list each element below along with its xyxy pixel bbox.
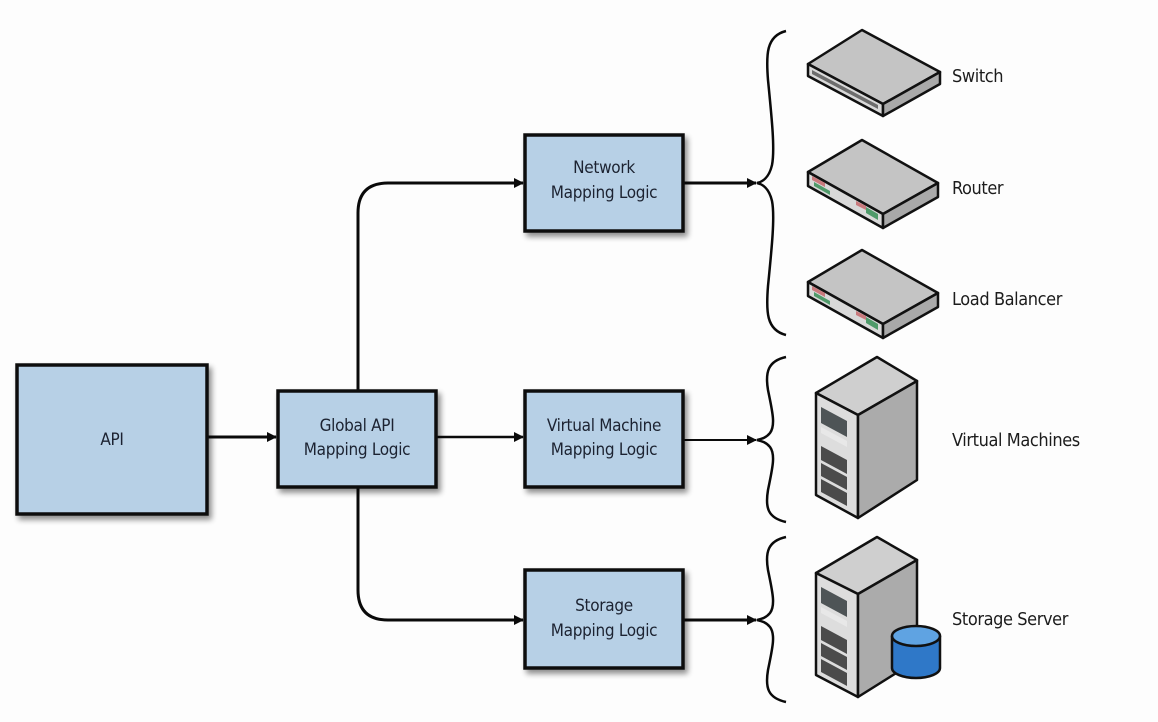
resource-label-virtual-machines: Virtual Machines	[952, 430, 1080, 451]
router-ports	[812, 176, 878, 220]
router-icon[interactable]	[806, 138, 940, 230]
load-balancer-ports	[812, 286, 878, 330]
node-api[interactable]: API	[15, 363, 209, 516]
resource-label-load-balancer: Load Balancer	[952, 289, 1063, 310]
node-api-label: API	[100, 430, 123, 450]
node-vm-label-line1: Virtual Machine	[547, 416, 661, 436]
database-icon	[890, 624, 942, 680]
switch-icon[interactable]	[806, 28, 942, 118]
node-vm-label-line2: Mapping Logic	[551, 440, 658, 460]
brackets	[756, 29, 787, 704]
node-network-mapping-logic[interactable]: Network Mapping Logic	[523, 133, 685, 233]
resource-label-router: Router	[952, 178, 1004, 199]
bracket-vm-resources	[756, 355, 787, 524]
node-global-label-line2: Mapping Logic	[304, 440, 411, 460]
node-network-label-line1: Network	[573, 158, 635, 178]
node-storage-mapping-logic[interactable]: Storage Mapping Logic	[523, 568, 685, 670]
server-tower-bays	[821, 407, 847, 506]
bracket-storage-resources	[756, 535, 787, 704]
storage-server-icon[interactable]	[814, 535, 942, 699]
edge-global-to-storage	[356, 487, 524, 625]
bracket-network-resources	[756, 29, 787, 337]
node-global-api-mapping-logic[interactable]: Global API Mapping Logic	[276, 389, 438, 489]
node-network-label-line2: Mapping Logic	[551, 183, 658, 203]
node-storage-label-line1: Storage	[575, 596, 633, 616]
edges	[207, 178, 757, 625]
load-balancer-icon[interactable]	[806, 248, 940, 340]
resource-label-switch: Switch	[952, 66, 1003, 87]
switch-ports	[812, 70, 878, 109]
edge-global-to-network	[356, 178, 524, 391]
resource-label-storage-server: Storage Server	[952, 609, 1069, 630]
server-tower-icon[interactable]	[814, 355, 919, 520]
node-storage-label-line2: Mapping Logic	[551, 621, 658, 641]
node-vm-mapping-logic[interactable]: Virtual Machine Mapping Logic	[523, 389, 685, 489]
node-global-label-line1: Global API	[320, 416, 395, 436]
